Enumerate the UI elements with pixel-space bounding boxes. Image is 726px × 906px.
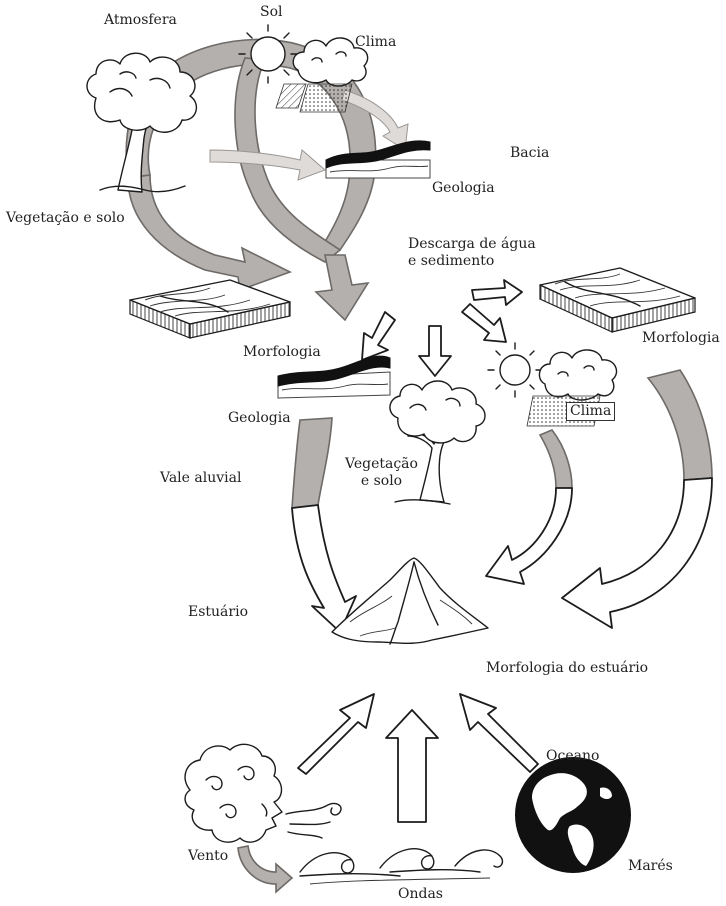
terrain-block-icon [129, 279, 291, 339]
label-bacia: Bacia [510, 145, 550, 161]
label-vegetacao-solo-mid: Vegetação e solo [345, 456, 418, 489]
arrow-clima-to-estuario [538, 429, 573, 489]
label-oceano: Oceano [546, 748, 600, 764]
arrow-ondas-to-estuario [385, 709, 439, 823]
label-geologia-mid: Geologia [228, 410, 291, 426]
wind-swirl-arrow [237, 845, 294, 894]
waves-icon [299, 848, 504, 885]
arrow-to-vegetacao [418, 325, 452, 377]
arrow-to-clima [461, 303, 507, 343]
label-descarga: Descarga de água e sedimento [408, 236, 536, 269]
label-sol: Sol [260, 4, 283, 20]
arrow-geologia-to-estuario-tip [291, 504, 357, 633]
label-clima-mid: Clima [566, 402, 616, 421]
label-geologia-top: Geologia [432, 180, 495, 196]
inputs-to-estuary [291, 369, 713, 633]
geology-section-icon [325, 140, 431, 179]
label-vegetacao-solo-top: Vegetação e solo [6, 210, 125, 226]
arrow-geologia-to-estuario [291, 417, 333, 509]
label-atmosfera: Atmosfera [104, 12, 177, 28]
catchment-cycle-arrows [125, 38, 409, 322]
cycle-arrow-to-descarga [314, 254, 370, 322]
sun-icon [487, 342, 543, 398]
cloud-icon [292, 37, 369, 87]
arrow-to-morfologia-right [471, 279, 523, 306]
arrow-vento-to-estuario [297, 693, 375, 775]
cycle-arrow-to-geologia [209, 149, 326, 181]
label-ondas: Ondas [398, 886, 443, 902]
tree-icon [86, 52, 198, 193]
estuary-delta-icon [331, 557, 489, 645]
label-morfologia-left: Morfologia [243, 344, 321, 360]
arrow-mares-to-estuario [459, 693, 539, 773]
label-estuario: Estuário [188, 604, 248, 620]
rain-icon [275, 83, 353, 113]
label-vento: Vento [188, 848, 229, 864]
cloud-icon [538, 349, 618, 401]
arrow-morfologia-to-estuario [646, 369, 713, 481]
label-mares: Marés [628, 858, 673, 874]
tree-icon [389, 380, 486, 505]
arrow-morfologia-to-estuario-tip [561, 477, 713, 629]
label-morfologia-right: Morfologia [642, 330, 720, 346]
label-vale-aluvial: Vale aluvial [160, 470, 242, 486]
label-clima-top: Clima [355, 34, 397, 50]
terrain-block-icon [539, 267, 696, 333]
cycle-loop-inner [234, 57, 342, 263]
geology-section-icon [277, 355, 391, 399]
globe-icon [515, 757, 631, 873]
label-morfologia-estuario: Morfologia do estuário [486, 660, 649, 676]
descarga-arrows [361, 279, 523, 377]
wind-face-icon [184, 743, 342, 843]
ocean-forcing-arrows [297, 693, 539, 823]
arrow-clima-to-estuario-tip [485, 487, 573, 585]
arrow-to-geologia [361, 311, 396, 361]
sun-icon [238, 24, 298, 84]
